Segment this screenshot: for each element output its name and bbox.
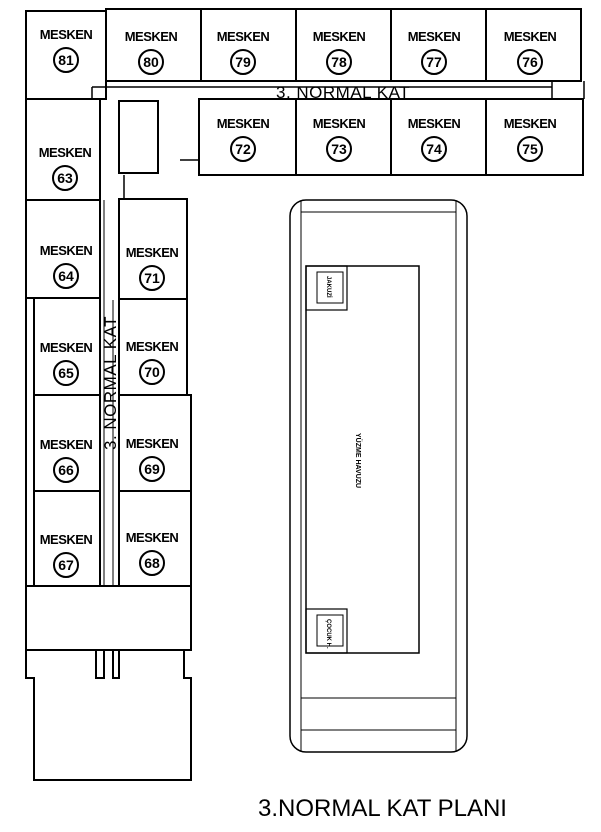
- unit-64: MESKEN 64: [25, 199, 101, 299]
- unit-74: MESKEN 74: [390, 98, 487, 176]
- unit-number: 69: [144, 461, 160, 477]
- unit-number: 76: [522, 54, 538, 70]
- unit-number-circle: [517, 49, 543, 75]
- unit-number: 65: [58, 365, 74, 381]
- unit-label: MESKEN: [313, 29, 366, 44]
- unit-number: 79: [235, 54, 251, 70]
- unit-73: MESKEN 73: [295, 98, 392, 176]
- unit-number-circle: [138, 49, 164, 75]
- unit-number: 71: [144, 270, 160, 286]
- pool-label: YÜZME HAVUZU: [354, 433, 363, 488]
- unit-number: 68: [144, 555, 160, 571]
- kids-pool-label: ÇOCUK H.: [325, 619, 331, 649]
- unit-number-circle: [53, 360, 79, 386]
- unit-75: MESKEN 75: [485, 98, 584, 176]
- unit-number-circle: [53, 552, 79, 578]
- unit-80: MESKEN 80: [105, 8, 202, 82]
- stair-box: [118, 100, 159, 174]
- unit-label: MESKEN: [40, 243, 93, 258]
- corridor-top: [91, 81, 585, 199]
- corridor-label-vertical: 3. NORMAL KAT: [101, 316, 120, 450]
- unit-67: MESKEN 67: [25, 490, 101, 587]
- unit-label: MESKEN: [408, 29, 461, 44]
- unit-number: 81: [58, 52, 74, 68]
- plan-title: 3.NORMAL KAT PLANI: [258, 795, 507, 822]
- unit-81: MESKEN 81: [25, 10, 107, 100]
- kids-pool-room: [305, 608, 348, 654]
- unit-label: MESKEN: [408, 116, 461, 131]
- unit-number: 74: [426, 141, 442, 157]
- unit-number: 70: [144, 364, 160, 380]
- unit-label: MESKEN: [217, 29, 270, 44]
- jacuzzi-label: JAKUZİ: [325, 276, 332, 298]
- unit-number: 78: [331, 54, 347, 70]
- unit-number-circle: [139, 359, 165, 385]
- unit-79: MESKEN 79: [200, 8, 297, 82]
- unit-label: MESKEN: [313, 116, 366, 131]
- bottom-block: [25, 585, 192, 781]
- unit-label: MESKEN: [217, 116, 270, 131]
- unit-number-circle: [139, 456, 165, 482]
- unit-number-circle: [326, 49, 352, 75]
- unit-number: 77: [426, 54, 442, 70]
- unit-number-circle: [326, 136, 352, 162]
- unit-78: MESKEN 78: [295, 8, 392, 82]
- unit-label: MESKEN: [126, 530, 179, 545]
- unit-label: MESKEN: [39, 145, 92, 160]
- corridor-label-horizontal: 3. NORMAL KAT: [276, 83, 410, 102]
- unit-68: MESKEN 68: [118, 490, 192, 587]
- unit-label: MESKEN: [126, 436, 179, 451]
- unit-number-circle: [517, 136, 543, 162]
- unit-number-circle: [421, 49, 447, 75]
- unit-63: MESKEN 63: [25, 98, 101, 201]
- pool-area: [289, 199, 468, 753]
- unit-number: 73: [331, 141, 347, 157]
- unit-number: 75: [522, 141, 538, 157]
- unit-number: 80: [143, 54, 159, 70]
- unit-71: MESKEN 71: [118, 198, 188, 300]
- unit-65: MESKEN 65: [25, 297, 101, 396]
- unit-label: MESKEN: [40, 532, 93, 547]
- unit-label: MESKEN: [504, 29, 557, 44]
- unit-number: 64: [58, 268, 74, 284]
- unit-label: MESKEN: [126, 339, 179, 354]
- unit-number-circle: [139, 265, 165, 291]
- unit-77: MESKEN 77: [390, 8, 487, 82]
- unit-label: MESKEN: [125, 29, 178, 44]
- unit-label: MESKEN: [504, 116, 557, 131]
- unit-number: 63: [57, 170, 73, 186]
- corridor-vertical: [103, 200, 114, 586]
- unit-76: MESKEN 76: [485, 8, 582, 82]
- unit-number-circle: [230, 136, 256, 162]
- unit-66: MESKEN 66: [25, 394, 101, 492]
- unit-number-circle: [230, 49, 256, 75]
- unit-number-circle: [53, 47, 79, 73]
- unit-number-circle: [421, 136, 447, 162]
- jacuzzi-room: [305, 265, 348, 311]
- unit-number: 67: [58, 557, 74, 573]
- unit-number-circle: [52, 165, 78, 191]
- unit-70: MESKEN 70: [118, 298, 188, 396]
- unit-number-circle: [139, 550, 165, 576]
- unit-number-circle: [53, 457, 79, 483]
- unit-72: MESKEN 72: [198, 98, 297, 176]
- unit-label: MESKEN: [126, 245, 179, 260]
- unit-69: MESKEN 69: [118, 394, 192, 492]
- unit-number: 72: [235, 141, 251, 157]
- pool-basin: [305, 265, 420, 654]
- unit-number-circle: [53, 263, 79, 289]
- unit-label: MESKEN: [40, 340, 93, 355]
- unit-number: 66: [58, 462, 74, 478]
- unit-label: MESKEN: [40, 27, 93, 42]
- unit-label: MESKEN: [40, 437, 93, 452]
